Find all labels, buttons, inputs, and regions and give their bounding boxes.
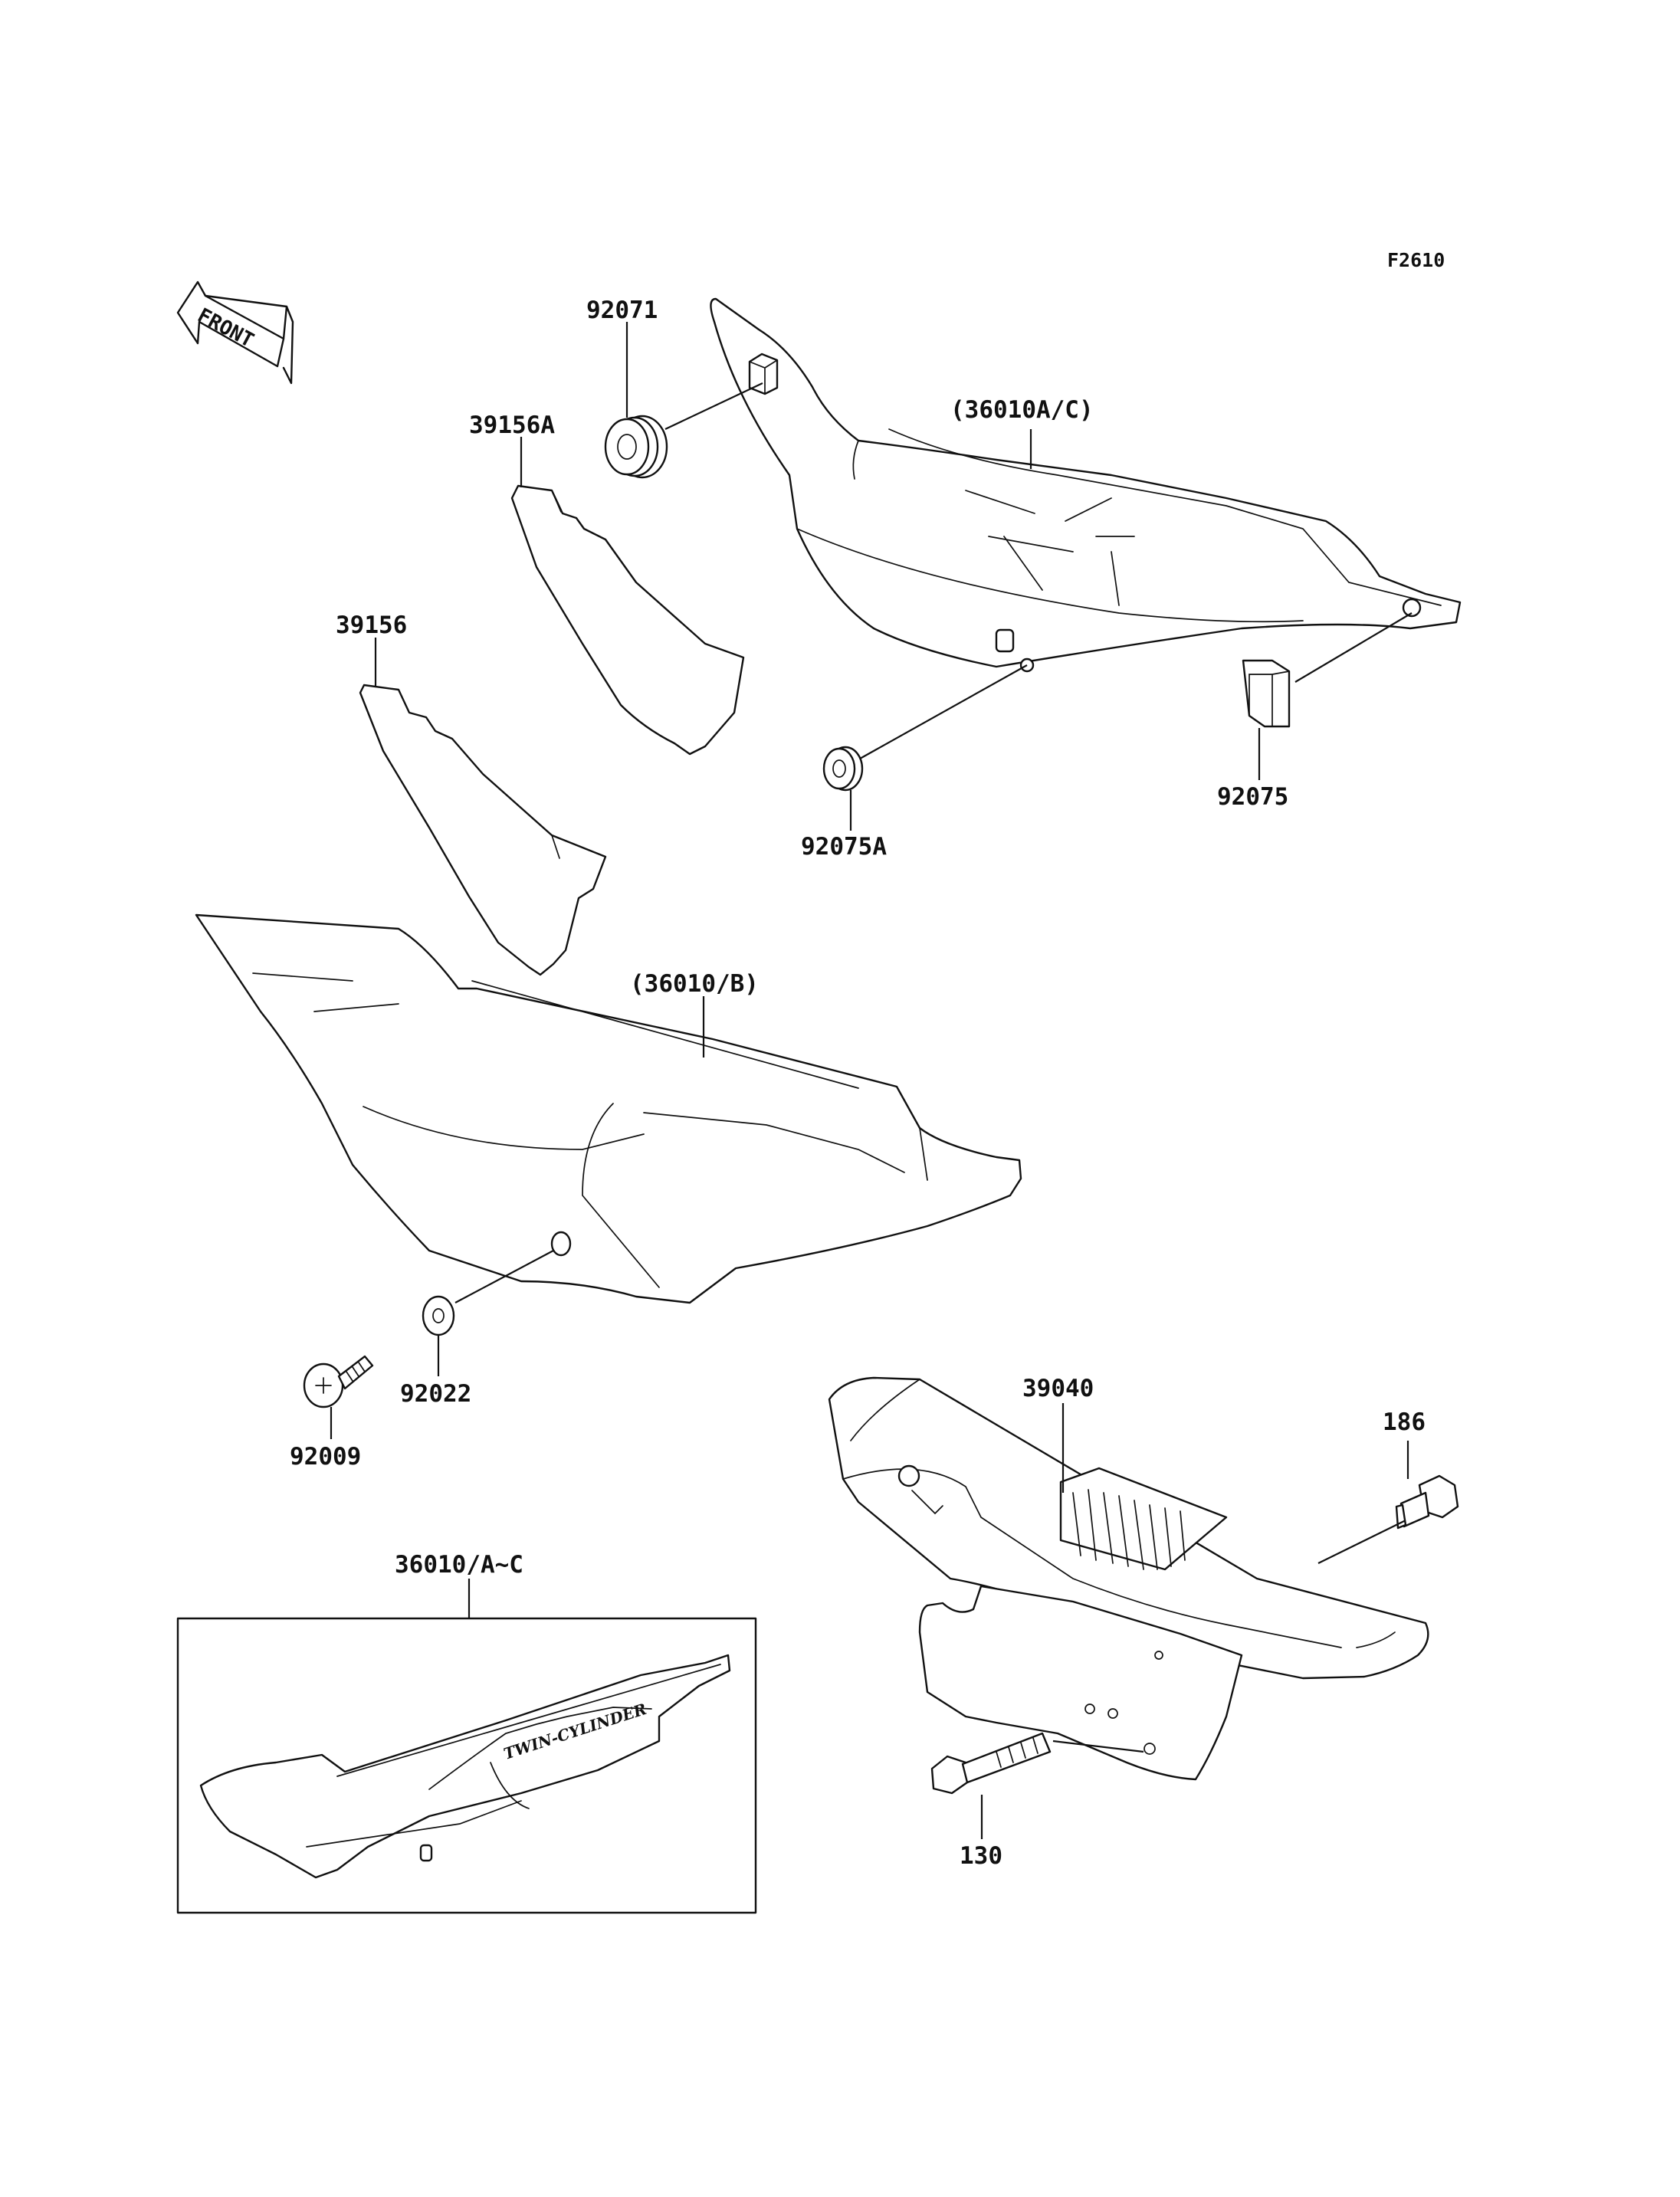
callout-130: 130 [960, 1842, 1002, 1870]
callout-186: 186 [1383, 1408, 1426, 1436]
callout-92009: 92009 [290, 1443, 361, 1471]
side-cover-a-c [710, 297, 1462, 673]
callout-92022: 92022 [400, 1380, 471, 1408]
clip-92075 [1242, 612, 1413, 728]
figure-code: F2610 [1387, 249, 1445, 271]
chain-cover-39040 [828, 1376, 1429, 1781]
callout-36010-a-c-inset: 36010/A~C [395, 1551, 523, 1579]
screw-92009 [303, 1355, 374, 1408]
callout-36010a-c: (36010A/C) [950, 396, 1094, 424]
bolt-186 [1317, 1474, 1459, 1564]
callout-39156: 39156 [336, 612, 407, 639]
front-arrow-icon: FRONT [176, 280, 294, 385]
bolt-130 [930, 1732, 1144, 1795]
inset-cover-a-c: TWIN-CYLINDER [176, 1617, 757, 1914]
callout-92075: 92075 [1217, 783, 1288, 811]
callout-39040: 39040 [1022, 1375, 1094, 1402]
washer-92022 [422, 1250, 554, 1336]
side-cover-b [195, 913, 1022, 1304]
callout-92071: 92071 [586, 297, 658, 324]
callout-92075a: 92075A [801, 833, 887, 861]
chain-cover-ribs [1059, 1467, 1228, 1571]
grommet-92075a [822, 664, 1028, 792]
plate-39156a [510, 484, 745, 756]
plate-39156 [359, 684, 607, 976]
leader-lines [330, 322, 1409, 1839]
callout-39156a: 39156A [469, 412, 555, 439]
callout-36010-b: (36010/B) [630, 970, 759, 998]
grommet-92071 [604, 382, 763, 479]
